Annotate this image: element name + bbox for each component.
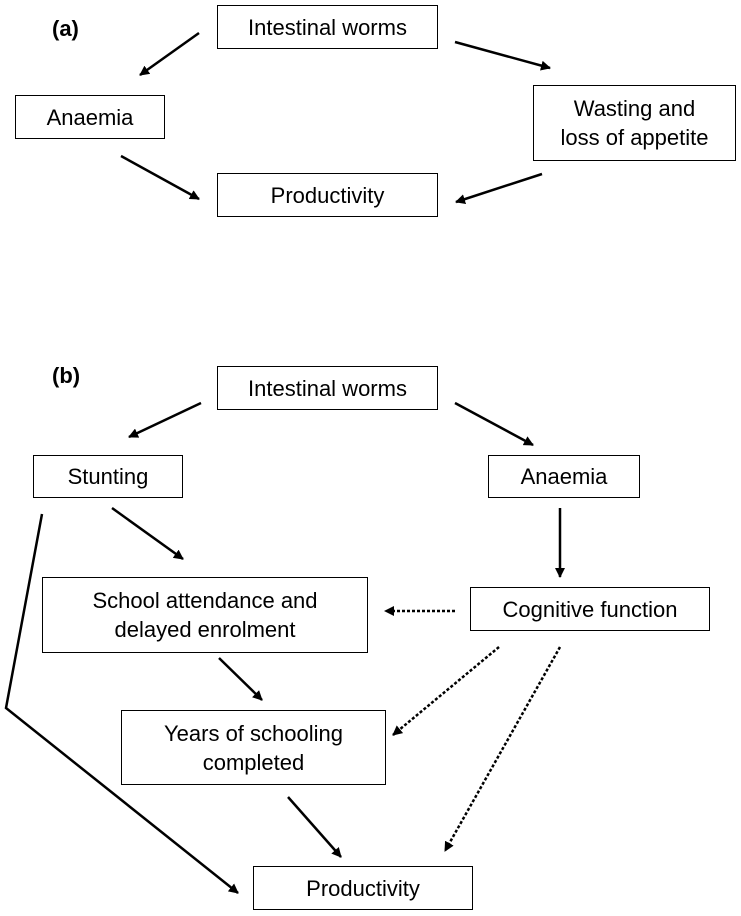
panel-a-label: (a): [52, 16, 79, 41]
a-productivity-node: Productivity: [217, 173, 438, 217]
a-edge-worms-to-wasting: [454, 40, 551, 71]
panel-b-label: (b): [52, 363, 81, 388]
a-anaemia-node: Anaemia: [15, 95, 165, 139]
a-edge-worms-to-anaemia: [139, 31, 200, 77]
b-edge-years-to-productivity: [287, 796, 342, 858]
b-anaemia-node: Anaemia: [488, 455, 640, 498]
b-stunting-node: Stunting: [33, 455, 183, 498]
b-intestinal-worms-node: Intestinal worms: [217, 366, 438, 410]
a-intestinal-worms-node: Intestinal worms: [217, 5, 438, 49]
b-edge-school-to-years: [218, 657, 263, 701]
b-productivity-node: Productivity: [253, 866, 473, 910]
a-wasting-node: Wasting and loss of appetite: [533, 85, 736, 161]
b-edge-stunting-to-productivity: [4, 513, 239, 894]
b-edge-stunting-to-school: [111, 506, 184, 561]
b-years-of-schooling-node: Years of schooling completed: [121, 710, 386, 785]
b-edge-cognitive-to-productivity: [443, 646, 562, 852]
b-school-attendance-node: School attendance and delayed enrolment: [42, 577, 368, 653]
b-edge-worms-to-stunting: [128, 401, 202, 439]
b-edge-cognitive-to-years: [392, 646, 500, 736]
a-edge-wasting-to-productivity: [455, 172, 543, 204]
a-edge-anaemia-to-productivity: [120, 154, 200, 201]
b-edge-worms-to-anaemia: [454, 401, 534, 447]
b-cognitive-function-node: Cognitive function: [470, 587, 710, 631]
